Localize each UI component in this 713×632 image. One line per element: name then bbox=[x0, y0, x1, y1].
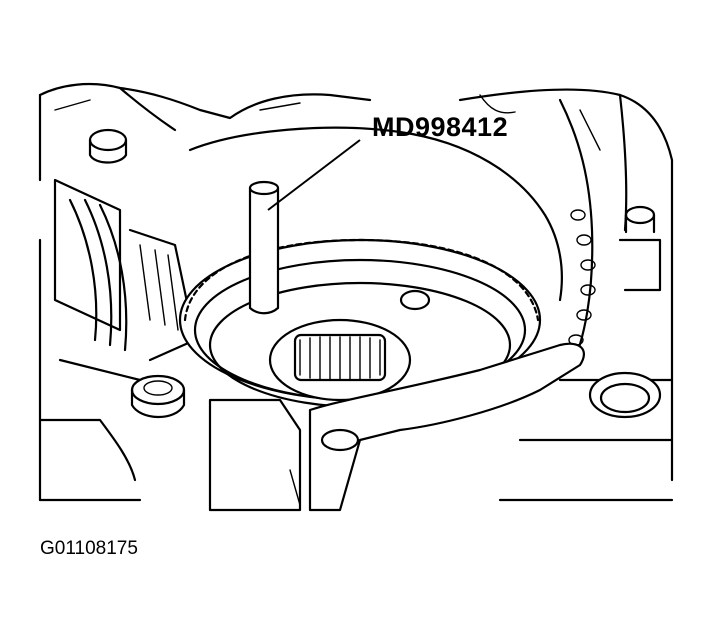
transmission-housing bbox=[38, 82, 674, 502]
tool-part-number: MD998412 bbox=[372, 112, 509, 142]
chain-links bbox=[568, 209, 596, 346]
small-hole bbox=[399, 289, 431, 311]
bolt-lower-left bbox=[130, 374, 186, 419]
right-bore bbox=[588, 371, 662, 419]
figure-code: G01108175 bbox=[40, 538, 138, 559]
lower-bracket bbox=[208, 342, 585, 512]
clutch-plates bbox=[53, 178, 197, 382]
tool-leader-line bbox=[267, 139, 361, 211]
bolt-top-left bbox=[88, 128, 128, 164]
spline-hub bbox=[268, 318, 412, 402]
bolt-right bbox=[624, 205, 656, 234]
special-tool-pin bbox=[248, 180, 280, 315]
